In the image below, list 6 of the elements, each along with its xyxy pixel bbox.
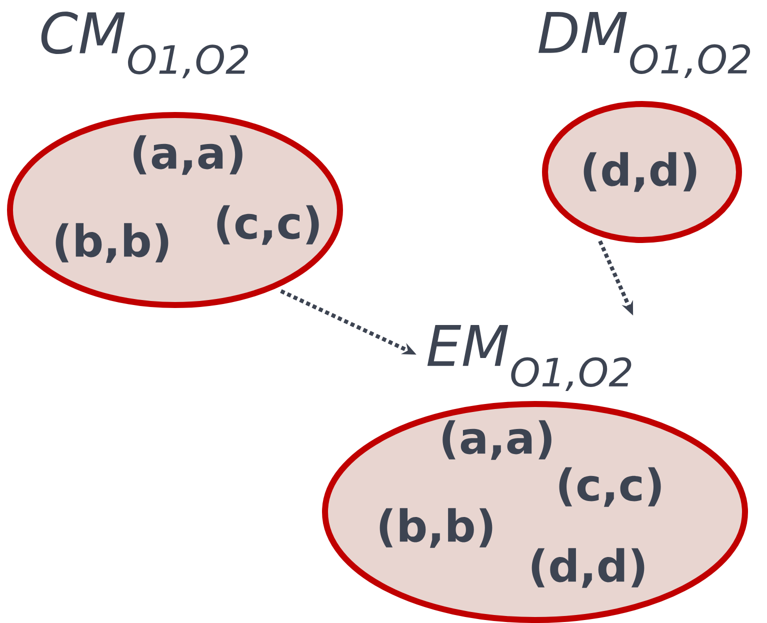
- set-heading: CM$_{O1,O2}$: [41, 12, 248, 78]
- pair-label: (c,c): [217, 205, 319, 245]
- set-heading: DM$_{O1,O2}$: [538, 12, 750, 78]
- pair-label: (a,a): [134, 135, 242, 175]
- set-heading: EM$_{O1,O2}$: [427, 325, 632, 391]
- pair-label: (b,b): [56, 223, 168, 263]
